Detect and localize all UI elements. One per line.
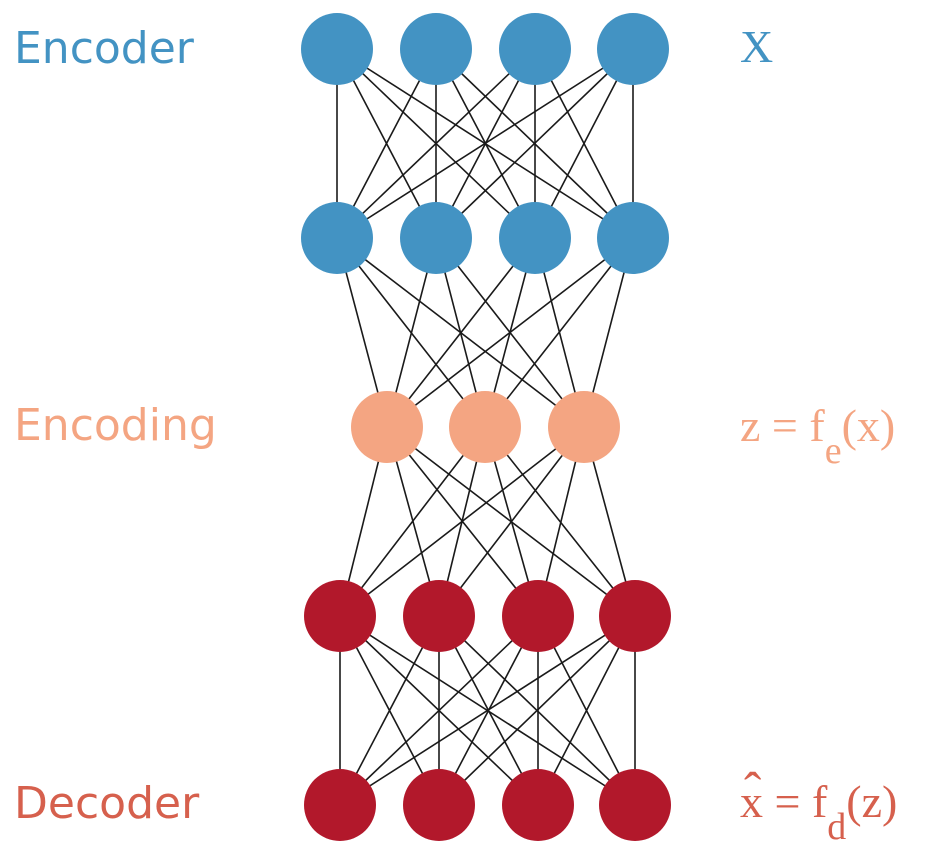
output-formula-sub: d <box>827 806 846 848</box>
node-encoding-0 <box>351 391 423 463</box>
nodes <box>301 13 671 841</box>
encoding-label: Encoding <box>14 400 217 451</box>
input-formula: X <box>740 21 773 72</box>
node-hidden-encoder-0 <box>301 202 373 274</box>
encoding-formula: z = fe(x) <box>740 400 895 472</box>
edge-encoding-2-to-hidden-decoder-0 <box>339 426 585 617</box>
edge-input-3-to-hidden-encoder-1 <box>435 48 634 239</box>
node-hidden-encoder-1 <box>400 202 472 274</box>
edge-input-3-to-hidden-encoder-0 <box>336 48 634 239</box>
encoding-formula-post: (x) <box>842 400 896 451</box>
node-output-1 <box>403 769 475 841</box>
node-hidden-decoder-2 <box>502 580 574 652</box>
node-hidden-decoder-0 <box>304 580 376 652</box>
edge-encoding-1-to-hidden-decoder-3 <box>484 426 636 617</box>
edge-hidden-decoder-2-to-output-0 <box>339 615 539 806</box>
node-hidden-encoder-2 <box>499 202 571 274</box>
node-hidden-encoder-3 <box>597 202 669 274</box>
edge-hidden-encoder-2-to-encoding-0 <box>386 237 536 428</box>
node-input-1 <box>400 13 472 85</box>
output-formula: x = fd(z) <box>740 776 897 848</box>
node-input-0 <box>301 13 373 85</box>
edge-encoding-1-to-hidden-decoder-0 <box>339 426 486 617</box>
node-encoding-1 <box>449 391 521 463</box>
edge-input-2-to-hidden-encoder-0 <box>336 48 536 239</box>
edge-hidden-encoder-3-to-encoding-1 <box>484 237 634 428</box>
output-formula-post: (z) <box>846 776 897 827</box>
node-output-3 <box>599 769 671 841</box>
decoder-label: Decoder <box>14 778 200 829</box>
node-output-0 <box>304 769 376 841</box>
encoder-label: Encoder <box>14 23 195 74</box>
encoding-formula-sub: e <box>825 430 842 472</box>
node-output-2 <box>502 769 574 841</box>
encoding-formula-pre: z = f <box>740 400 825 451</box>
node-hidden-decoder-3 <box>599 580 671 652</box>
output-formula-hat: ˆ <box>744 763 761 820</box>
edge-hidden-encoder-3-to-encoding-0 <box>386 237 634 428</box>
edge-encoding-2-to-hidden-decoder-1 <box>438 426 585 617</box>
input-symbol: X <box>740 21 773 72</box>
edge-hidden-decoder-3-to-output-0 <box>339 615 636 806</box>
node-hidden-decoder-1 <box>403 580 475 652</box>
output-formula-pre: x = f <box>740 776 828 827</box>
node-encoding-2 <box>548 391 620 463</box>
node-input-2 <box>499 13 571 85</box>
edge-hidden-decoder-3-to-output-1 <box>438 615 636 806</box>
node-input-3 <box>597 13 669 85</box>
